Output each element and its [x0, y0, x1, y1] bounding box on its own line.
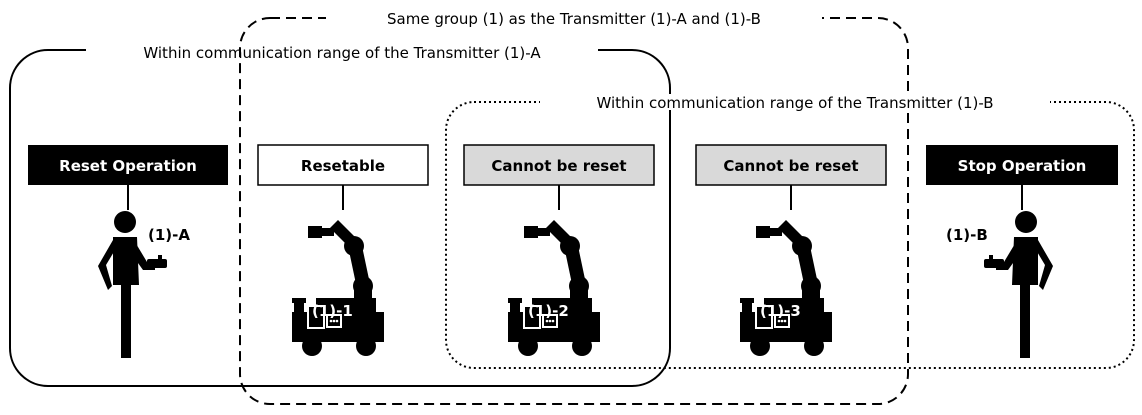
receiver-id-label: (1)-3 [760, 302, 801, 320]
receiver-id-label: (1)-1 [312, 302, 353, 320]
status-label: Stop Operation [958, 157, 1087, 175]
status-box-cannot-be-reset [463, 144, 655, 186]
status-box-reset-operation [28, 145, 228, 185]
robot-vehicle-icon [291, 219, 385, 357]
transmitter-a: Reset Operation (1)-A [28, 145, 228, 358]
range-b-label: Within communication range of the Transm… [596, 94, 993, 112]
status-box-stop-operation [926, 145, 1118, 185]
status-label: Reset Operation [59, 157, 197, 175]
transmitter-id-label: (1)-A [148, 226, 190, 244]
person-with-transmitter-icon [984, 211, 1053, 358]
receiver-id-label: (1)-2 [528, 302, 569, 320]
robot-vehicle-icon [739, 219, 833, 357]
status-label: Resetable [301, 157, 385, 175]
receiver-2: Cannot be reset (1)-2 [463, 144, 655, 357]
transmitter-b: Stop Operation (1)-B [926, 145, 1118, 358]
status-label: Cannot be reset [723, 157, 858, 175]
transmitter-id-label: (1)-B [946, 226, 988, 244]
group-label: Same group (1) as the Transmitter (1)-A … [387, 10, 761, 28]
status-label: Cannot be reset [491, 157, 626, 175]
status-box-cannot-be-reset [695, 144, 887, 186]
range-a-label: Within communication range of the Transm… [143, 44, 541, 62]
status-box-resetable [257, 144, 429, 186]
robot-vehicle-icon [507, 219, 601, 357]
receiver-1: Resetable (1)-1 [257, 144, 429, 357]
receiver-3: Cannot be reset (1)-3 [695, 144, 887, 357]
